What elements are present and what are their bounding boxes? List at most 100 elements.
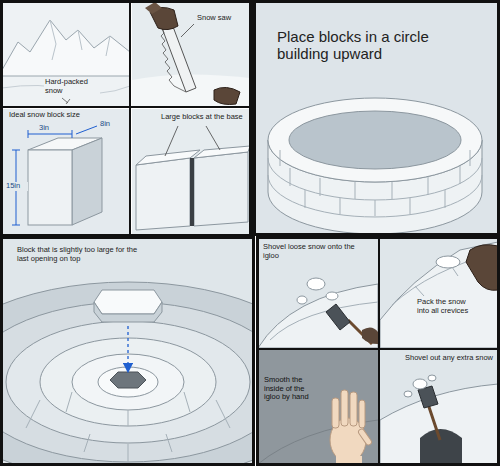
smooth-inside-panel xyxy=(357,428,372,446)
block-ring-panel xyxy=(289,111,461,169)
base-blocks-panel xyxy=(132,109,250,235)
block-ring-panel xyxy=(428,177,429,195)
snow-block-panel xyxy=(76,126,97,134)
shovel-out-panel xyxy=(380,384,498,464)
dome-panel xyxy=(128,410,129,426)
callout-label: Pack the snow into all crevices xyxy=(416,298,474,315)
dome-panel xyxy=(6,321,250,443)
shovel-out-panel xyxy=(428,375,436,381)
callout-label: Shovel out any extra snow xyxy=(404,354,494,363)
block-ring-panel xyxy=(375,200,376,216)
block-ring-panel xyxy=(305,190,306,208)
block-ring-panel xyxy=(410,198,411,214)
base-blocks-panel xyxy=(206,126,220,150)
dome-panel xyxy=(2,238,253,464)
panel-frame xyxy=(255,2,499,235)
snow-block-panel xyxy=(72,130,73,138)
panel-frame xyxy=(2,238,254,465)
block-ring-panel xyxy=(470,150,471,166)
shovel-snow-panel xyxy=(326,304,350,330)
pack-snow-panel xyxy=(380,238,498,348)
callout-label: Shovel loose snow onto the igloo xyxy=(262,243,362,260)
callout-label: 8in xyxy=(99,120,121,129)
mountain-panel xyxy=(106,36,110,56)
block-ring-panel xyxy=(290,168,291,186)
panel-heading: Place blocks in a circle building upward xyxy=(276,28,466,63)
snow-block-panel xyxy=(28,134,72,135)
dome-panel xyxy=(127,326,128,368)
base-blocks-panel xyxy=(194,146,250,158)
snow-saw-panel xyxy=(132,2,250,107)
snow-block-panel xyxy=(72,138,102,225)
base-blocks-panel xyxy=(165,126,178,156)
callout-label: Snow saw xyxy=(196,14,246,23)
mountain-panel xyxy=(64,98,70,104)
shovel-out-panel xyxy=(428,404,440,440)
smooth-inside-panel xyxy=(332,398,339,428)
block-ring-panel xyxy=(255,2,498,234)
dome-panel xyxy=(128,444,129,462)
shovel-snow-panel xyxy=(258,284,378,348)
block-ring-panel xyxy=(268,175,482,217)
shovel-snow-panel xyxy=(297,296,307,304)
block-ring-panel xyxy=(460,166,461,184)
snow-block-panel xyxy=(28,130,29,138)
smooth-inside-panel xyxy=(258,350,378,464)
callout-label: Hard-packed snow xyxy=(44,78,100,95)
base-blocks-panel xyxy=(132,109,250,235)
dome-panel xyxy=(166,434,172,452)
smooth-inside-panel xyxy=(359,400,365,428)
dome-panel xyxy=(2,302,253,462)
snow-saw-panel xyxy=(145,2,162,14)
mountain-panel xyxy=(2,2,130,107)
pack-snow-panel xyxy=(415,286,424,296)
dome-panel xyxy=(98,367,158,397)
snow-block-panel xyxy=(2,109,130,235)
snow-saw-panel xyxy=(161,28,186,92)
block-ring-panel xyxy=(340,198,341,214)
block-ring-panel xyxy=(268,158,482,200)
mountain-panel xyxy=(78,30,82,50)
callout-label: Ideal snow block size xyxy=(8,111,104,120)
panel-frame xyxy=(130,2,250,107)
pack-snow-panel xyxy=(466,245,498,291)
pack-snow-panel xyxy=(380,242,498,348)
snow-saw-panel xyxy=(132,2,250,107)
snow-block-panel xyxy=(12,225,20,226)
callout-label: Large blocks at the base xyxy=(160,113,246,122)
pack-snow-panel xyxy=(436,256,460,268)
panel-frame xyxy=(2,2,130,107)
dome-panel xyxy=(184,392,190,412)
shovel-snow-panel xyxy=(326,292,338,300)
shovel-out-panel xyxy=(404,391,412,397)
callout-label: Smooth the inside of the igloo by hand xyxy=(263,376,323,402)
callout-label: 3in xyxy=(38,124,60,133)
shovel-out-panel xyxy=(380,350,498,464)
dome-panel xyxy=(2,282,253,464)
snow-block-panel xyxy=(12,150,20,151)
shovel-snow-panel xyxy=(258,238,378,348)
dome-panel xyxy=(84,434,90,452)
shovel-snow-panel xyxy=(307,278,325,290)
block-ring-panel xyxy=(280,150,470,216)
block-ring-panel xyxy=(280,150,281,166)
dome-panel xyxy=(216,400,230,428)
shovel-out-panel xyxy=(380,350,498,464)
shovel-snow-panel xyxy=(258,238,378,348)
block-ring-panel xyxy=(255,2,498,234)
smooth-inside-panel xyxy=(258,350,378,466)
block-ring-panel xyxy=(392,182,393,199)
mountain-panel xyxy=(2,2,130,107)
callout-label: Block that is slightly too large for the… xyxy=(16,246,144,263)
block-ring-panel xyxy=(320,178,321,196)
smooth-inside-panel xyxy=(341,390,348,426)
dome-panel xyxy=(110,372,146,388)
snow-saw-panel xyxy=(162,24,196,92)
block-ring-panel xyxy=(268,98,482,182)
snow-saw-panel xyxy=(181,24,194,37)
mountain-panel xyxy=(2,20,130,76)
